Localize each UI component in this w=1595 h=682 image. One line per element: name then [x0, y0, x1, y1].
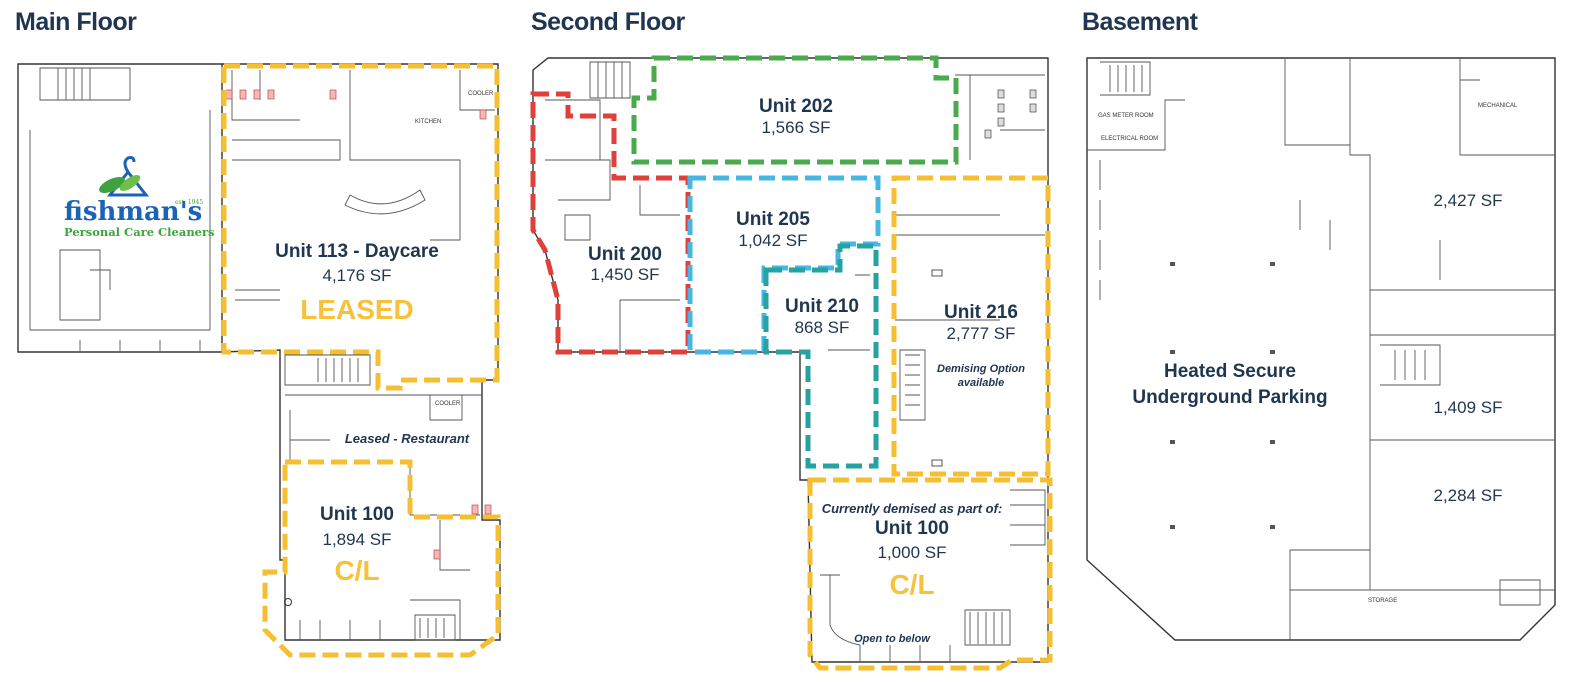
unit-113-area: 4,176 SF — [323, 266, 392, 285]
basement-plan: GAS METER ROOM ELECTRICAL ROOM MECHANICA… — [1086, 57, 1556, 641]
unit-216-note-line1: Demising Option — [937, 363, 1025, 375]
unit-205-outline[interactable] — [687, 175, 881, 355]
basement-area-3: 2,284 SF — [1434, 486, 1503, 505]
unit-200-outline[interactable] — [530, 91, 691, 355]
unit-210-name: Unit 210 — [785, 296, 859, 317]
unit-100-second-status: C/L — [889, 569, 934, 600]
unit-200-name: Unit 200 — [588, 244, 662, 265]
open-to-below-label: Open to below — [854, 633, 931, 645]
unit-216-note-line2: available — [958, 377, 1004, 389]
unit-216-outline[interactable] — [891, 175, 1051, 477]
unit-205-area: 1,042 SF — [739, 231, 808, 250]
unit-100-second-name: Unit 100 — [875, 518, 949, 539]
electrical-room-label: ELECTRICAL ROOM — [1101, 136, 1158, 142]
parking-label-line1: Heated Secure — [1164, 361, 1296, 382]
unit-100-second-outline[interactable] — [807, 477, 1053, 671]
logo-established: est. 1945 — [175, 199, 203, 206]
unit-100-main-outline[interactable] — [262, 459, 501, 658]
storage-label: STORAGE — [1368, 598, 1397, 604]
unit-113-name: Unit 113 - Daycare — [275, 241, 439, 262]
unit-100-second-area: 1,000 SF — [878, 543, 947, 562]
logo-name: fishman's — [64, 197, 202, 227]
fishmans-logo: fishman's est. 1945 Personal Care Cleane… — [64, 156, 215, 239]
cooler-label-2: COOLER — [435, 401, 461, 407]
unit-113-outline[interactable] — [221, 63, 500, 391]
unit-216-name: Unit 216 — [944, 302, 1018, 323]
logo-tagline: Personal Care Cleaners — [64, 225, 215, 239]
unit-200-area: 1,450 SF — [591, 265, 660, 284]
basement-area-2: 1,409 SF — [1434, 398, 1503, 417]
basement-area-1: 2,427 SF — [1434, 191, 1503, 210]
unit-202-outline[interactable] — [631, 55, 959, 165]
second-floor-title: Second Floor — [531, 8, 685, 36]
unit-216-area: 2,777 SF — [947, 324, 1016, 343]
kitchen-label: KITCHEN — [415, 119, 441, 125]
unit-113-status: LEASED — [300, 294, 414, 325]
unit-100-main-area: 1,894 SF — [323, 530, 392, 549]
cooler-label: COOLER — [468, 91, 494, 97]
unit-100-main-name: Unit 100 — [320, 504, 394, 525]
restaurant-label: Leased - Restaurant — [345, 431, 470, 446]
gas-meter-room-label: GAS METER ROOM — [1098, 113, 1154, 119]
unit-210-outline[interactable] — [763, 243, 879, 469]
unit-202-name: Unit 202 — [759, 96, 833, 117]
unit-210-area: 868 SF — [795, 318, 850, 337]
mechanical-label: MECHANICAL — [1478, 103, 1518, 109]
unit-202-area: 1,566 SF — [762, 118, 831, 137]
unit-205-name: Unit 205 — [736, 209, 810, 230]
second-floor-plan: Unit 202 1,566 SF Unit 200 1,450 SF Unit… — [530, 55, 1053, 671]
main-floor-title: Main Floor — [15, 8, 137, 36]
unit-100-main-status: C/L — [334, 555, 379, 586]
leaf-icon — [99, 176, 125, 194]
basement-title: Basement — [1082, 8, 1198, 36]
parking-label-line2: Underground Parking — [1132, 387, 1327, 408]
main-floor-plan: COOLER KITCHEN COOLER fishman's est. 194… — [17, 63, 501, 658]
unit-100-second-note: Currently demised as part of: — [822, 501, 1003, 516]
